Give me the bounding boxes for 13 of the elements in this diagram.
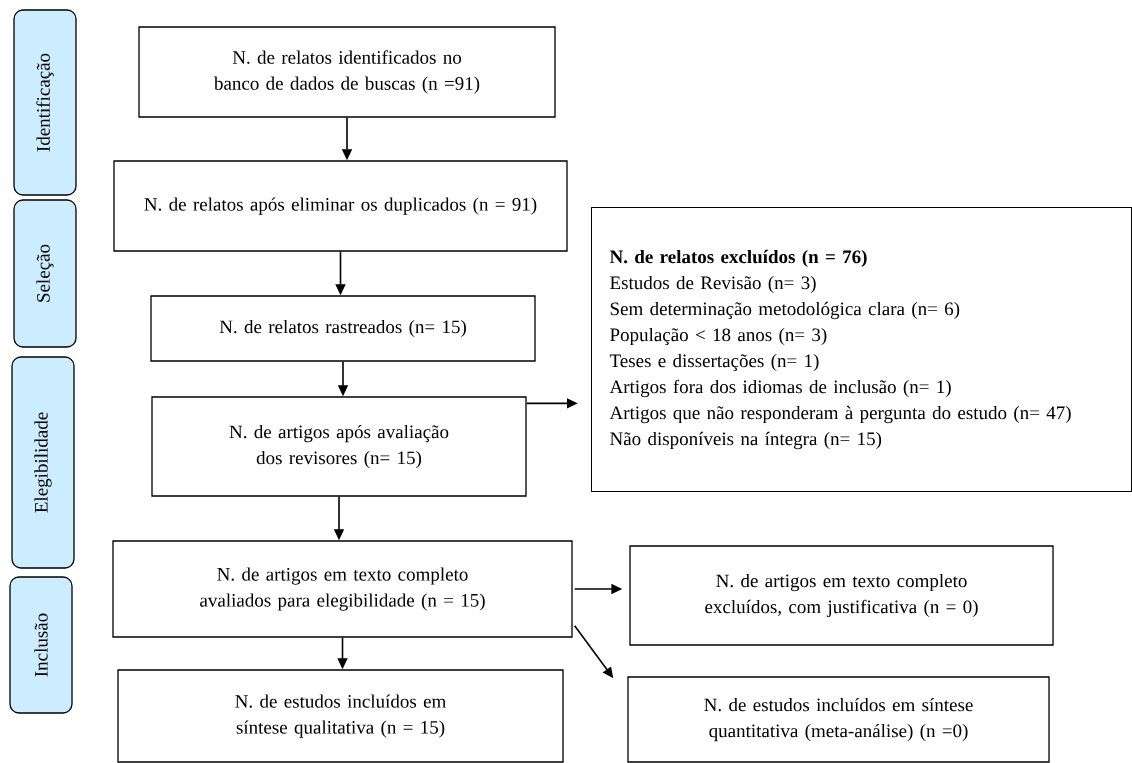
process-box: N. de estudos incluídos em síntese qualitativa (n = 15) (117, 669, 564, 763)
process-box: N. de artigos em texto completo excluídos, com justificativa (n = 0) (629, 545, 1054, 646)
process-box: N. de estudos incluídos em síntese quantitativa (meta-análise) (n =0) (627, 676, 1050, 763)
exclusion-box: N. de relatos excluídos (n = 76) Estudos de Revisão (n= 3) Sem determinação metodológica clara (n= 6) População < 18 anos (n= 3) Teses e dissertações (n= 1) Artigos fora dos idiomas de inclusão (n= 1) Artigos que não responderam à pergunta do estudo (n= 47) Não disponíveis na íntegra (n= 15) (591, 207, 1132, 492)
process-box: N. de relatos identificados no banco de dados de buscas (n =91) (138, 26, 556, 118)
process-box: N. de relatos após eliminar os duplicados (n = 91) (113, 160, 568, 252)
process-box: N. de relatos rastreados (n= 15) (150, 295, 536, 362)
process-box: N. de artigos em texto completo avaliados para elegibilidade (n = 15) (112, 540, 573, 638)
stage-band: Elegibilidade (11, 356, 75, 569)
stage-band: Identificação (13, 9, 77, 196)
process-box: N. de artigos após avaliação dos revisores (n= 15) (151, 396, 527, 497)
stage-band: Inclusão (9, 576, 73, 714)
stage-band: Seleção (13, 199, 77, 348)
